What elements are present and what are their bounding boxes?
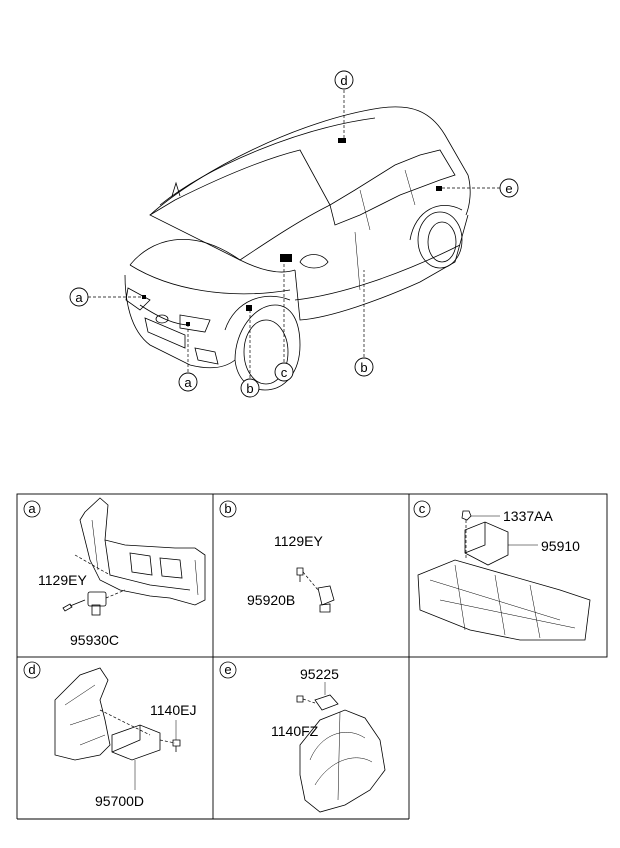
sensor-marker-e — [436, 186, 442, 191]
panel-a: a 1129EY 95930C — [23, 497, 206, 648]
panel-b-letter: b — [224, 501, 231, 516]
panel-b: b 1129EY 95920B — [219, 500, 335, 613]
callout-a-left: a — [69, 287, 89, 307]
part-label-1129EY-b: 1129EY — [274, 533, 323, 549]
part-label-1140FZ: 1140FZ — [271, 723, 319, 739]
panel-d: d 1140EJ 95700D — [23, 661, 196, 809]
part-label-95930C: 95930C — [70, 632, 119, 648]
panel-e: e 95225 1140FZ — [219, 661, 386, 813]
sensor-marker-b — [246, 305, 252, 311]
svg-text:c: c — [281, 365, 288, 380]
part-label-1140EJ: 1140EJ — [150, 702, 196, 718]
part-label-95700D: 95700D — [95, 793, 144, 809]
callout-a-bottom: a — [178, 372, 198, 392]
panel-a-letter: a — [28, 501, 36, 516]
part-label-95225: 95225 — [300, 666, 339, 682]
sensor-marker-c — [280, 254, 292, 262]
svg-text:d: d — [340, 73, 347, 88]
svg-text:b: b — [360, 360, 367, 375]
svg-text:b: b — [246, 381, 253, 396]
panel-c: c 1337AA 95910 — [413, 500, 591, 641]
sensor-marker-d — [338, 138, 346, 143]
panel-d-letter: d — [28, 662, 35, 677]
part-label-95910: 95910 — [541, 538, 580, 554]
callout-c: c — [274, 362, 294, 382]
part-label-95920B: 95920B — [247, 592, 295, 608]
callout-b-front: b — [240, 378, 260, 398]
svg-text:e: e — [505, 181, 512, 196]
callout-d: d — [334, 70, 354, 90]
car-illustration — [124, 106, 471, 391]
panel-c-letter: c — [419, 501, 426, 516]
callout-leaders — [88, 90, 500, 378]
svg-text:a: a — [75, 290, 83, 305]
callout-e: e — [499, 178, 519, 198]
panel-grid — [16, 493, 608, 820]
part-label-1337AA: 1337AA — [503, 508, 553, 524]
callout-b-side: b — [354, 357, 374, 377]
panel-e-letter: e — [224, 662, 231, 677]
part-label-1129EY-a: 1129EY — [38, 572, 87, 588]
svg-text:a: a — [184, 375, 192, 390]
